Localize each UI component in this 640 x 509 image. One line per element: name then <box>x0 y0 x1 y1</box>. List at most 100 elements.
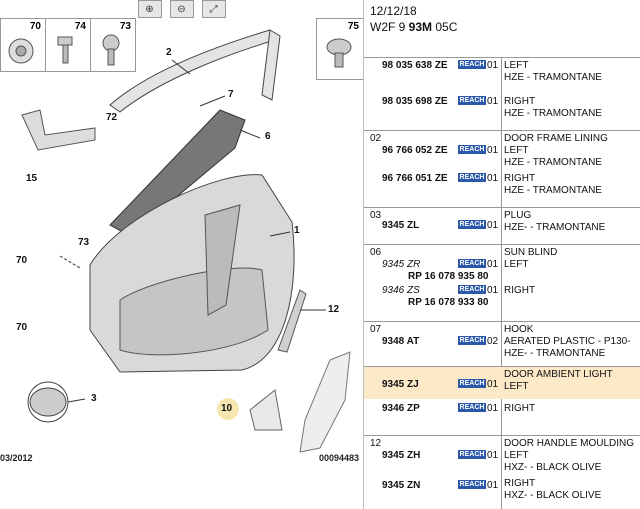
part-number: 9345 ZH <box>382 450 421 461</box>
quantity: 01 <box>487 173 499 184</box>
description: RIGHT <box>504 403 536 414</box>
table-row[interactable]: 96 766 052 ZE REACH 01 DOOR FRAME LINING… <box>364 133 640 171</box>
header-date: 12/12/18 <box>370 4 417 18</box>
callout-10[interactable]: 10 <box>221 403 233 414</box>
part-number: 98 035 638 ZE <box>382 60 448 71</box>
group-number: 07 <box>370 324 382 335</box>
part-tile-73[interactable]: 73 <box>90 18 136 72</box>
part-tile-74[interactable]: 74 <box>45 18 91 72</box>
diagram-ref: 00094483 <box>319 453 360 463</box>
table-row[interactable]: 9346 ZS REACH 01 RIGHT RP 16 078 933 80 <box>364 283 640 319</box>
reach-badge: REACH <box>458 145 486 154</box>
reach-badge: REACH <box>458 403 486 412</box>
quantity: 01 <box>487 450 499 461</box>
quantity: 01 <box>487 379 499 390</box>
callout-70[interactable]: 70 <box>16 255 28 266</box>
quantity: 01 <box>487 145 499 156</box>
quantity: 02 <box>487 336 499 347</box>
group-number: 03 <box>370 210 382 221</box>
header-code: W2F 9 93M 05C <box>370 20 458 34</box>
callout-6[interactable]: 6 <box>265 131 271 142</box>
quantity: 01 <box>487 96 499 107</box>
diagram-date: 03/2012 <box>0 453 33 463</box>
part-tile-75[interactable]: 75 <box>316 18 363 80</box>
callout-70[interactable]: 70 <box>16 322 28 333</box>
part-tile-70[interactable]: 70 <box>0 18 46 72</box>
column-divider <box>501 58 502 509</box>
quantity: 01 <box>487 220 499 231</box>
diagram-panel: ⊕ ⊖ ⤢ 70 74 73 75 <box>0 0 364 509</box>
clip-fastener-icon <box>8 38 34 64</box>
quantity: 01 <box>487 480 499 491</box>
plug-fastener-icon <box>326 38 352 68</box>
parts-list-header: 12/12/18 W2F 9 93M 05C <box>364 0 640 58</box>
callout-7[interactable]: 7 <box>228 89 234 100</box>
replacement-part-number: RP 16 078 933 80 <box>408 297 489 308</box>
reach-badge: REACH <box>458 220 486 229</box>
reach-badge: REACH <box>458 336 486 345</box>
quantity: 01 <box>487 403 499 414</box>
screw-icon <box>57 36 73 64</box>
zoom-out-icon[interactable]: ⊖ <box>169 0 194 18</box>
group-number: 12 <box>370 438 382 449</box>
part-number: 96 766 052 ZE <box>382 145 448 156</box>
tile-number: 70 <box>29 21 41 32</box>
part-number: 9345 ZL <box>382 220 420 231</box>
zoom-fit-icon[interactable]: ⤢ <box>201 0 226 18</box>
diagram-toolbar: ⊕ ⊖ ⤢ <box>0 0 363 18</box>
reach-badge: REACH <box>458 259 486 268</box>
quantity: 01 <box>487 285 499 296</box>
callout-1[interactable]: 1 <box>294 225 300 236</box>
part-number: 9345 ZR <box>382 259 421 270</box>
part-number: 98 035 698 ZE <box>382 96 448 107</box>
reach-badge: REACH <box>458 379 486 388</box>
part-number: 9346 ZP <box>382 403 420 414</box>
zoom-in-icon[interactable]: ⊕ <box>137 0 162 18</box>
part-group: 12 9345 ZH REACH 01 DOOR HANDLE MOULDING… <box>364 436 640 509</box>
door-exploded-drawing <box>21 29 351 453</box>
part-number: 9345 ZN <box>382 480 421 491</box>
callout-73[interactable]: 73 <box>78 237 90 248</box>
reach-badge: REACH <box>458 285 486 294</box>
part-number: 9348 AT <box>382 336 420 347</box>
reach-badge: REACH <box>458 450 486 459</box>
callout-15[interactable]: 15 <box>26 173 38 184</box>
callout-72[interactable]: 72 <box>106 112 118 123</box>
callout-12[interactable]: 12 <box>328 304 340 315</box>
tile-number: 74 <box>74 21 86 32</box>
part-number: 96 766 051 ZE <box>382 173 448 184</box>
tile-number: 75 <box>347 21 359 32</box>
callout-2[interactable]: 2 <box>166 47 172 58</box>
replacement-part-number: RP 16 078 935 80 <box>408 271 489 282</box>
tile-number: 73 <box>119 21 131 32</box>
reach-badge: REACH <box>458 480 486 489</box>
reach-badge: REACH <box>458 173 486 182</box>
group-number: 06 <box>370 247 382 258</box>
table-row[interactable]: 9346 ZP REACH 01 RIGHT <box>364 401 640 433</box>
callout-3[interactable]: 3 <box>91 393 97 404</box>
description: RIGHT <box>504 285 536 296</box>
part-number: 9345 ZJ <box>382 379 419 390</box>
reach-badge: REACH <box>458 96 486 105</box>
part-group: 02 96 766 052 ZE REACH 01 DOOR FRAME LIN… <box>364 131 640 208</box>
